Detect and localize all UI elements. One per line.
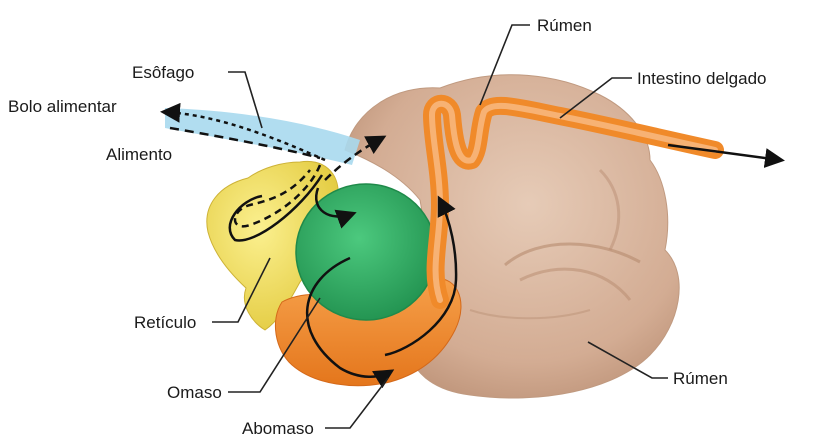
label-intestino: Intestino delgado: [637, 69, 767, 88]
label-reticulo: Retículo: [134, 313, 196, 332]
label-abomaso: Abomaso: [242, 419, 314, 438]
label-esofago: Esôfago: [132, 63, 194, 82]
label-alimento: Alimento: [106, 145, 172, 164]
label-rumen-top: Rúmen: [537, 16, 592, 35]
label-rumen-bottom: Rúmen: [673, 369, 728, 388]
label-bolo: Bolo alimentar: [8, 97, 117, 116]
label-omaso: Omaso: [167, 383, 222, 402]
